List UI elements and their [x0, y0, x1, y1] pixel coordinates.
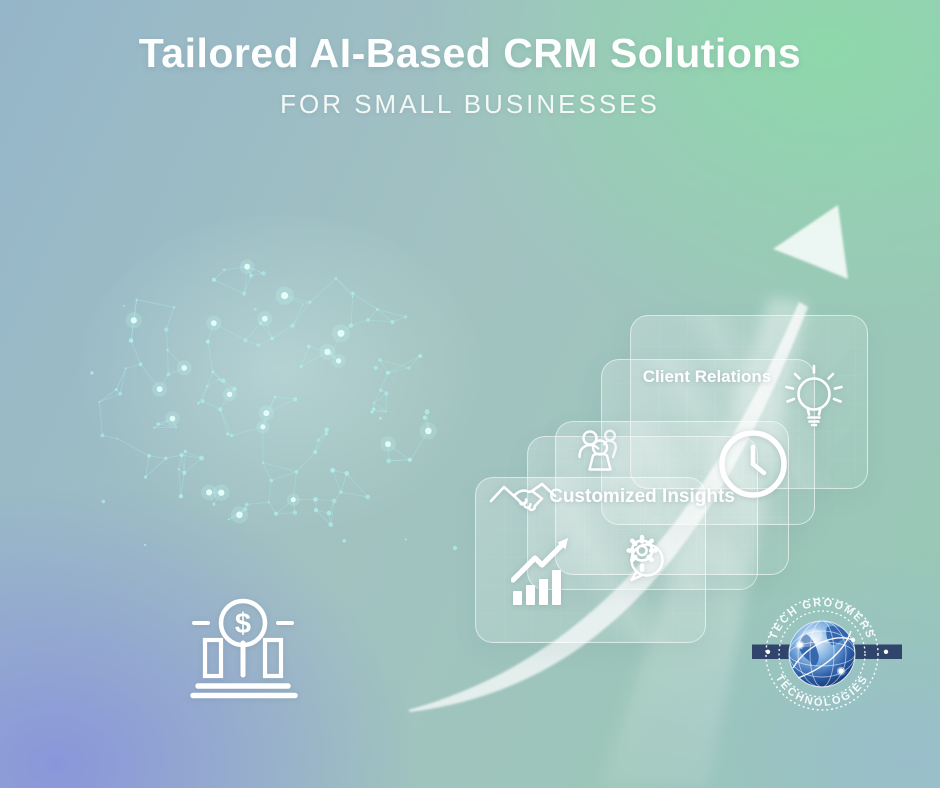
header: Tailored AI-Based CRM Solutions FOR SMAL…: [0, 30, 940, 120]
dollar-symbol: $: [235, 608, 251, 640]
logo-outer-ring: [765, 597, 879, 711]
tech-groomers-logo: TECH GROOMERS TECHNOLOGIES: [752, 597, 902, 711]
brain-glow: [75, 215, 485, 555]
growth-arrow-swoosh-icon: [408, 205, 848, 788]
logo-inner-ring: [778, 610, 866, 698]
glass-card-team-time: [555, 421, 789, 575]
customized-insights-label: Customized Insights: [549, 486, 735, 507]
globe-icon: [788, 620, 856, 688]
gear-chat-icon: [626, 534, 664, 582]
glass-card-client-relations: [601, 359, 815, 525]
bank-dollar-icon: $: [190, 598, 298, 699]
team-icon: [578, 429, 617, 471]
ai-brain-network-icon: [90, 259, 458, 551]
handshake-icon: [489, 482, 557, 512]
clock-icon: [719, 430, 787, 498]
page-subtitle: FOR SMALL BUSINESSES: [280, 89, 660, 119]
glass-card-front: [475, 477, 706, 643]
growth-chart-icon: [511, 538, 568, 605]
page-title: Tailored AI-Based CRM Solutions: [138, 30, 802, 76]
lightbulb-icon: [785, 364, 843, 427]
client-relations-label: Client Relations: [642, 367, 772, 386]
